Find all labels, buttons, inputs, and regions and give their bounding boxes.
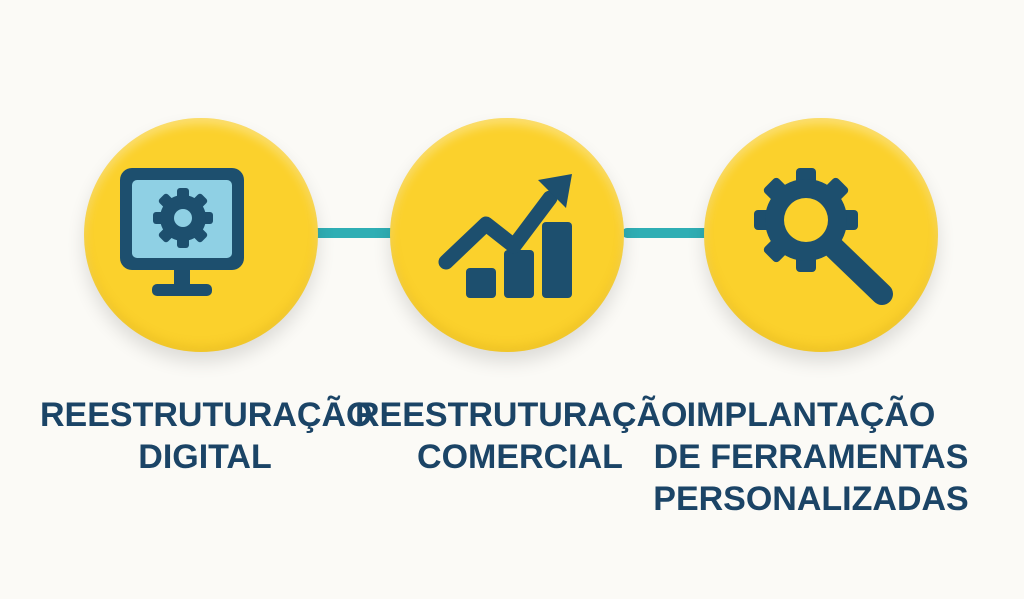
step-3-label-line-1: IMPLANTAÇÃO <box>686 396 936 434</box>
step-3-label-line-3: PERSONALIZADAS <box>653 480 969 518</box>
step-3-circle <box>704 118 938 352</box>
growth-chart-icon <box>438 174 572 298</box>
connector-line-2 <box>622 228 710 238</box>
step-1-circle <box>84 118 318 352</box>
monitor-gear-icon <box>120 168 244 296</box>
step-1-label-line-2: DIGITAL <box>138 438 272 476</box>
step-3-label-line-2: DE FERRAMENTAS <box>653 438 969 476</box>
step-1-label: REESTRUTURAÇÃO DIGITAL <box>40 394 373 478</box>
step-2-label-line-1: REESTRUTURAÇÃO <box>355 396 688 434</box>
connector-line-1 <box>310 228 396 238</box>
step-1-label-line-1: REESTRUTURAÇÃO <box>40 396 373 434</box>
step-3-label: IMPLANTAÇÃO DE FERRAMENTAS PERSONALIZADA… <box>646 394 976 520</box>
step-2-label-line-2: COMERCIAL <box>417 438 623 476</box>
step-2-circle <box>390 118 624 352</box>
step-2-label: REESTRUTURAÇÃO COMERCIAL <box>355 394 688 478</box>
gear-magnifier-icon <box>754 168 893 305</box>
